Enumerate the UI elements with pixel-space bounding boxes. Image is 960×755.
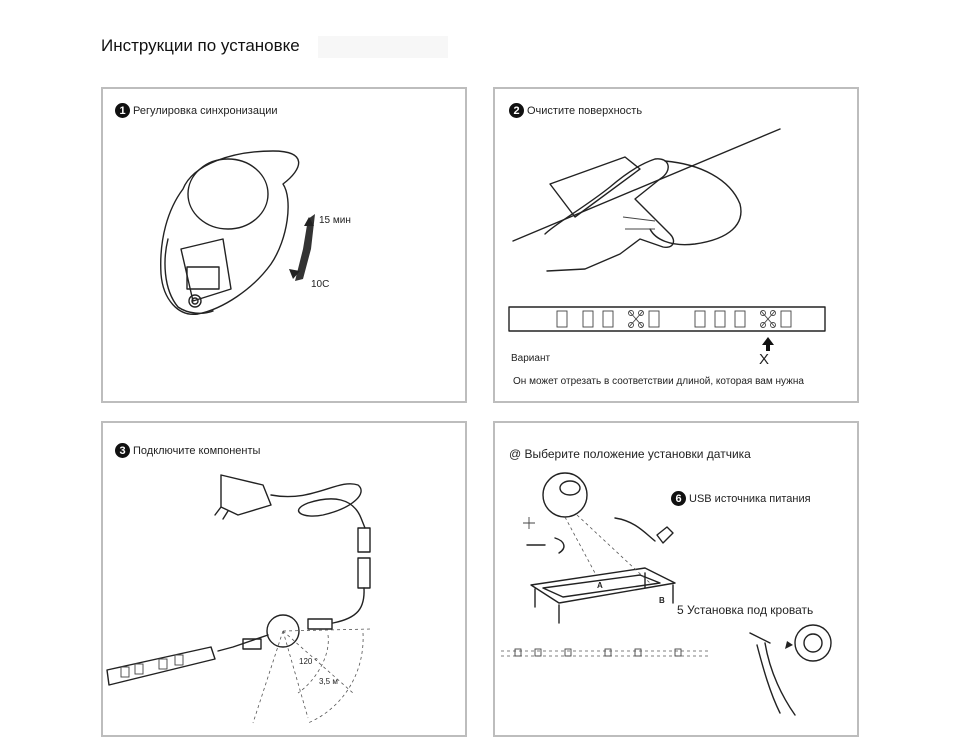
sensor-device-illustration xyxy=(160,150,315,315)
panel-connect-components: 3 Подключите компоненты 120 ° 3,5 м xyxy=(101,421,467,737)
title-background xyxy=(318,36,448,58)
panel-sensor-position: @ Выберите положение установки датчика 6… xyxy=(493,421,859,737)
step-2-heading: 2 Очистите поверхность xyxy=(509,103,642,118)
panel-sync-adjust: 1 Регулировка синхронизации 15 мин 10С xyxy=(101,87,467,403)
label-variant: Вариант xyxy=(511,353,551,364)
step-number-badge: 6 xyxy=(671,491,686,506)
panel-clean-surface: 2 Очистите поверхность Вариант X Он може… xyxy=(493,87,859,403)
step-number-badge: 1 xyxy=(115,103,130,118)
step-number-badge: 2 xyxy=(509,103,524,118)
cleaning-hand-illustration xyxy=(508,128,826,351)
placement-diagram xyxy=(501,472,832,716)
step-1-heading: 1 Регулировка синхронизации xyxy=(115,103,278,118)
step-label: Регулировка синхронизации xyxy=(133,104,278,117)
bed-install-heading: 5 Установка под кровать xyxy=(677,603,813,617)
usb-label: USB источника питания xyxy=(689,492,811,505)
step-3-heading: 3 Подключите компоненты xyxy=(115,443,260,458)
page-title: Инструкции по установке xyxy=(101,36,300,55)
marker-a: A xyxy=(597,581,603,590)
step-label: Подключите компоненты xyxy=(133,444,261,457)
step-4-heading: @ Выберите положение установки датчика xyxy=(509,447,751,461)
wiring-diagram xyxy=(106,474,372,724)
cut-mark: X xyxy=(759,351,770,368)
step-label: Очистите поверхность xyxy=(527,104,643,117)
distance-label: 3,5 м xyxy=(319,677,338,686)
label-15min: 15 мин xyxy=(319,215,351,226)
label-10s: 10С xyxy=(311,279,330,290)
step-label: @ Выберите положение установки датчика xyxy=(509,447,751,461)
cut-note: Он может отрезать в соответствии длиной,… xyxy=(513,376,804,387)
usb-power-heading: 6 USB источника питания xyxy=(671,491,811,506)
bed-label: 5 Установка под кровать xyxy=(677,603,814,617)
angle-label: 120 ° xyxy=(299,657,318,666)
marker-b: B xyxy=(659,596,665,605)
step-number-badge: 3 xyxy=(115,443,130,458)
